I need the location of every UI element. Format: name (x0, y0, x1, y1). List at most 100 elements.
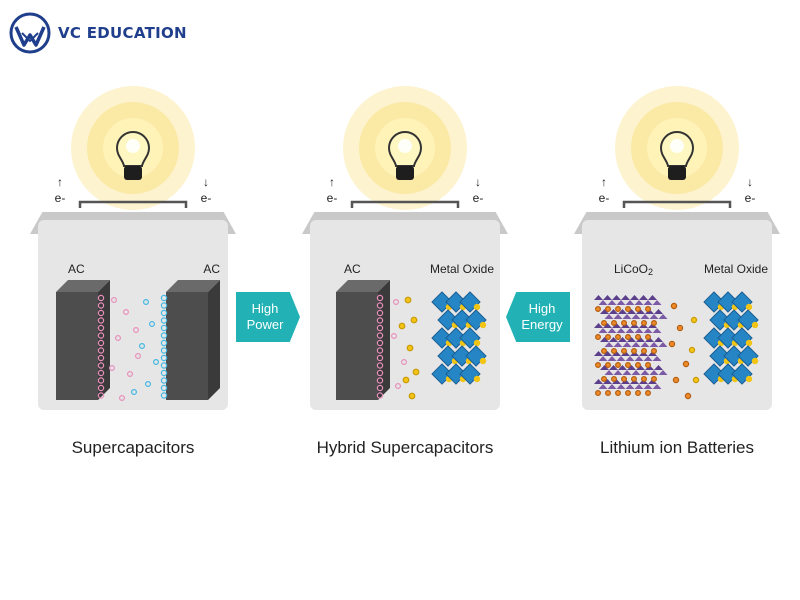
licoo2-tri (616, 384, 626, 389)
oxide-ion (745, 339, 753, 347)
lithium-ion (614, 334, 621, 341)
brand-logo: VC EDUCATION (8, 10, 187, 56)
ac-electrode (336, 280, 390, 400)
lithium-ion (595, 306, 602, 313)
lithium-ion (408, 392, 416, 400)
lithium-ion (605, 306, 612, 313)
licoo2-tri (618, 309, 627, 314)
licoo2-tri (603, 379, 612, 384)
pink-ion (376, 384, 384, 392)
lithium-ion (630, 320, 637, 327)
lithium-ion (690, 316, 698, 324)
pink-ion (376, 392, 384, 399)
light-bulb-icon (615, 86, 739, 210)
circuit-wire (78, 200, 188, 208)
licoo2-tri (594, 379, 603, 384)
electron-out-arrow: ↑ (601, 175, 607, 189)
electrode-top (56, 280, 110, 292)
lithium-ion (650, 320, 657, 327)
licoo2-tri (598, 328, 608, 333)
metal-oxide-electrode (703, 291, 759, 385)
licoo2-tri (652, 300, 662, 305)
licoo2-tri (636, 337, 645, 342)
licoo2-tri (649, 342, 659, 347)
licoo2-tri (627, 337, 636, 342)
lithium-ion (404, 296, 412, 304)
right-electrode-label: Metal Oxide (429, 262, 494, 276)
electron-label-right: e- (200, 191, 212, 205)
licoo2-tri (607, 328, 617, 333)
licoo2-tri (607, 300, 617, 305)
pink-ion (97, 332, 105, 339)
pink-ion (376, 377, 384, 384)
licoo2-tri (634, 328, 644, 333)
licoo2-tri (609, 309, 618, 314)
licoo2-tri (658, 314, 668, 319)
licoo2-tri (607, 356, 617, 361)
lithium-ion (676, 324, 684, 332)
licoo2-tri (616, 328, 626, 333)
pink-ion (394, 383, 401, 390)
pink-ion (97, 302, 105, 309)
licoo2-tri (612, 351, 621, 356)
licoo2-tri (643, 356, 653, 361)
lithium-ion (634, 306, 641, 313)
licoo2-tri (627, 365, 636, 370)
licoo2-tri (639, 295, 648, 300)
lithium-ion (601, 348, 608, 355)
blue-ion (160, 294, 168, 302)
lithium-ion (624, 306, 631, 313)
licoo2-tri (616, 356, 626, 361)
lithium-ion (644, 306, 651, 313)
licoo2-tri (604, 342, 614, 347)
licoo2-layer (600, 337, 668, 347)
pink-ion (97, 324, 105, 332)
blue-ion (160, 302, 168, 309)
right-ac-electrode (166, 280, 220, 400)
lithium-ion (398, 322, 406, 330)
licoo2-tri (658, 342, 668, 347)
pink-ion (376, 317, 384, 324)
lithium-ion (412, 368, 420, 376)
licoo2-tri (643, 328, 653, 333)
lithium-ion (668, 340, 676, 348)
licoo2-tri (636, 309, 645, 314)
licoo2-tri (603, 351, 612, 356)
blue-ion (160, 347, 168, 354)
licoo2-tri (634, 384, 644, 389)
bulb-base (124, 166, 142, 180)
lithium-ion (644, 390, 651, 397)
pink-ion (390, 333, 397, 340)
licoo2-tri (631, 370, 641, 375)
blue-ion (148, 321, 155, 328)
electron-out-arrow: ↑ (57, 175, 63, 189)
bulb-base (668, 166, 686, 180)
lithium-ion (640, 320, 647, 327)
lithium-ion (611, 376, 618, 383)
lithium-ion (624, 390, 631, 397)
lithium-internals (594, 291, 759, 400)
licoo2-tri (598, 384, 608, 389)
lithium-ion (601, 320, 608, 327)
licoo2-tri (603, 323, 612, 328)
pink-ion (97, 317, 105, 324)
caption-hybrid: Hybrid Supercapacitors (316, 438, 494, 457)
licoo2-layer (594, 379, 662, 389)
lithium-ion (406, 344, 414, 352)
blue-ion (160, 332, 168, 339)
pink-ion (108, 365, 115, 372)
lithium-ion (684, 392, 692, 400)
lithium-ion (634, 334, 641, 341)
pink-ion (126, 371, 133, 378)
high-power-arrow: High Power (236, 292, 300, 342)
licoo2-tri (598, 356, 608, 361)
high-energy-arrow: High Energy (506, 292, 570, 342)
pink-ion (132, 327, 139, 334)
pink-ion (110, 297, 117, 304)
left-electrode-label: LiCoO2 (614, 262, 654, 277)
hybrid-internals (336, 280, 487, 400)
pink-ion (97, 362, 105, 369)
vc-education-logo-icon (9, 12, 51, 54)
oxide-ion (473, 303, 481, 311)
licoo2-tri (625, 300, 635, 305)
